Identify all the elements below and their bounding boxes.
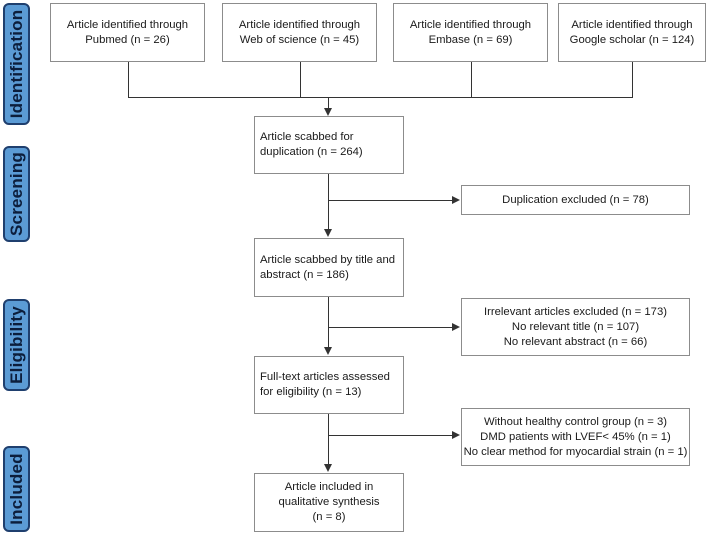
source-pubmed-line2: Pubmed (n = 26): [85, 33, 170, 46]
fulltext-line2: for eligibility (n = 13): [260, 386, 362, 398]
box-scabbed-title-abstract: Article scabbed by title and abstract (n…: [254, 238, 404, 297]
source-box-embase: Article identified through Embase (n = 6…: [393, 3, 548, 62]
fulltext-excluded-line2: DMD patients with LVEF< 45% (n = 1): [480, 430, 671, 443]
included-line3: (n = 8): [312, 511, 346, 523]
fulltext-line1: Full-text articles assessed: [260, 371, 390, 383]
source-box-pubmed: Article identified through Pubmed (n = 2…: [50, 3, 205, 62]
phase-included: Included: [3, 446, 30, 532]
phase-eligibility: Eligibility: [3, 299, 30, 391]
arrow-to-irrelevant-excluded: [452, 323, 460, 331]
connector-embase-down: [471, 62, 472, 97]
arrow-to-duplication-excluded: [452, 196, 460, 204]
phase-eligibility-label: Eligibility: [6, 306, 26, 384]
phase-screening: Screening: [3, 146, 30, 242]
source-wos-line2: Web of science (n = 45): [239, 33, 360, 46]
arrow-to-title-box: [324, 229, 332, 237]
source-pubmed-line1: Article identified through: [66, 18, 189, 31]
connector-merge-horizontal: [128, 97, 633, 98]
arrow-to-fulltext-box: [324, 347, 332, 355]
irrelevant-excluded-line2: No relevant title (n = 107): [511, 320, 640, 333]
box-scabbed-duplication: Article scabbed for duplication (n = 264…: [254, 116, 404, 174]
connector-wos-down: [300, 62, 301, 97]
source-google-line1: Article identified through: [571, 18, 693, 31]
box-irrelevant-excluded: Irrelevant articles excluded (n = 173) N…: [461, 298, 690, 356]
arrow-to-fulltext-excluded: [452, 431, 460, 439]
source-embase-line2: Embase (n = 69): [428, 33, 513, 46]
source-box-google-scholar: Article identified through Google schola…: [558, 3, 706, 62]
duplication-excluded-text: Duplication excluded (n = 78): [502, 193, 649, 206]
box-fulltext-excluded: Without healthy control group (n = 3) DM…: [461, 408, 690, 466]
arrow-to-duplication-box: [324, 108, 332, 116]
fulltext-excluded-line3: No clear method for myocardial strain (n…: [463, 445, 688, 458]
connector-duplication-excluded: [328, 200, 452, 201]
source-google-line2: Google scholar (n = 124): [569, 33, 695, 46]
phase-included-label: Included: [6, 453, 26, 525]
source-wos-line1: Article identified through: [238, 18, 361, 31]
connector-google-down: [632, 62, 633, 97]
connector-duplication-down: [328, 174, 329, 231]
source-embase-line1: Article identified through: [409, 18, 532, 31]
connector-fulltext-excluded: [328, 435, 452, 436]
connector-fulltext-down: [328, 414, 329, 466]
connector-merge-down: [328, 97, 329, 110]
box-duplication-excluded: Duplication excluded (n = 78): [461, 185, 690, 215]
fulltext-excluded-line1: Without healthy control group (n = 3): [483, 415, 668, 428]
scabbed-duplication-line2: duplication (n = 264): [260, 146, 363, 158]
source-box-web-of-science: Article identified through Web of scienc…: [222, 3, 377, 62]
included-line1: Article included in: [284, 481, 374, 493]
connector-title-down: [328, 297, 329, 349]
irrelevant-excluded-line1: Irrelevant articles excluded (n = 173): [483, 305, 668, 318]
box-included: Article included in qualitative synthesi…: [254, 473, 404, 532]
box-fulltext-assessed: Full-text articles assessed for eligibil…: [254, 356, 404, 414]
connector-pubmed-down: [128, 62, 129, 97]
phase-identification: Identification: [3, 3, 30, 125]
scabbed-title-line1: Article scabbed by title and: [260, 253, 396, 266]
irrelevant-excluded-line3: No relevant abstract (n = 66): [503, 335, 648, 348]
included-line2: qualitative synthesis: [278, 496, 380, 508]
phase-screening-label: Screening: [6, 152, 26, 236]
connector-irrelevant-excluded: [328, 327, 452, 328]
scabbed-duplication-line1: Article scabbed for: [260, 131, 354, 143]
arrow-to-included-box: [324, 464, 332, 472]
scabbed-title-line2: abstract (n = 186): [260, 268, 349, 281]
phase-identification-label: Identification: [6, 9, 26, 119]
